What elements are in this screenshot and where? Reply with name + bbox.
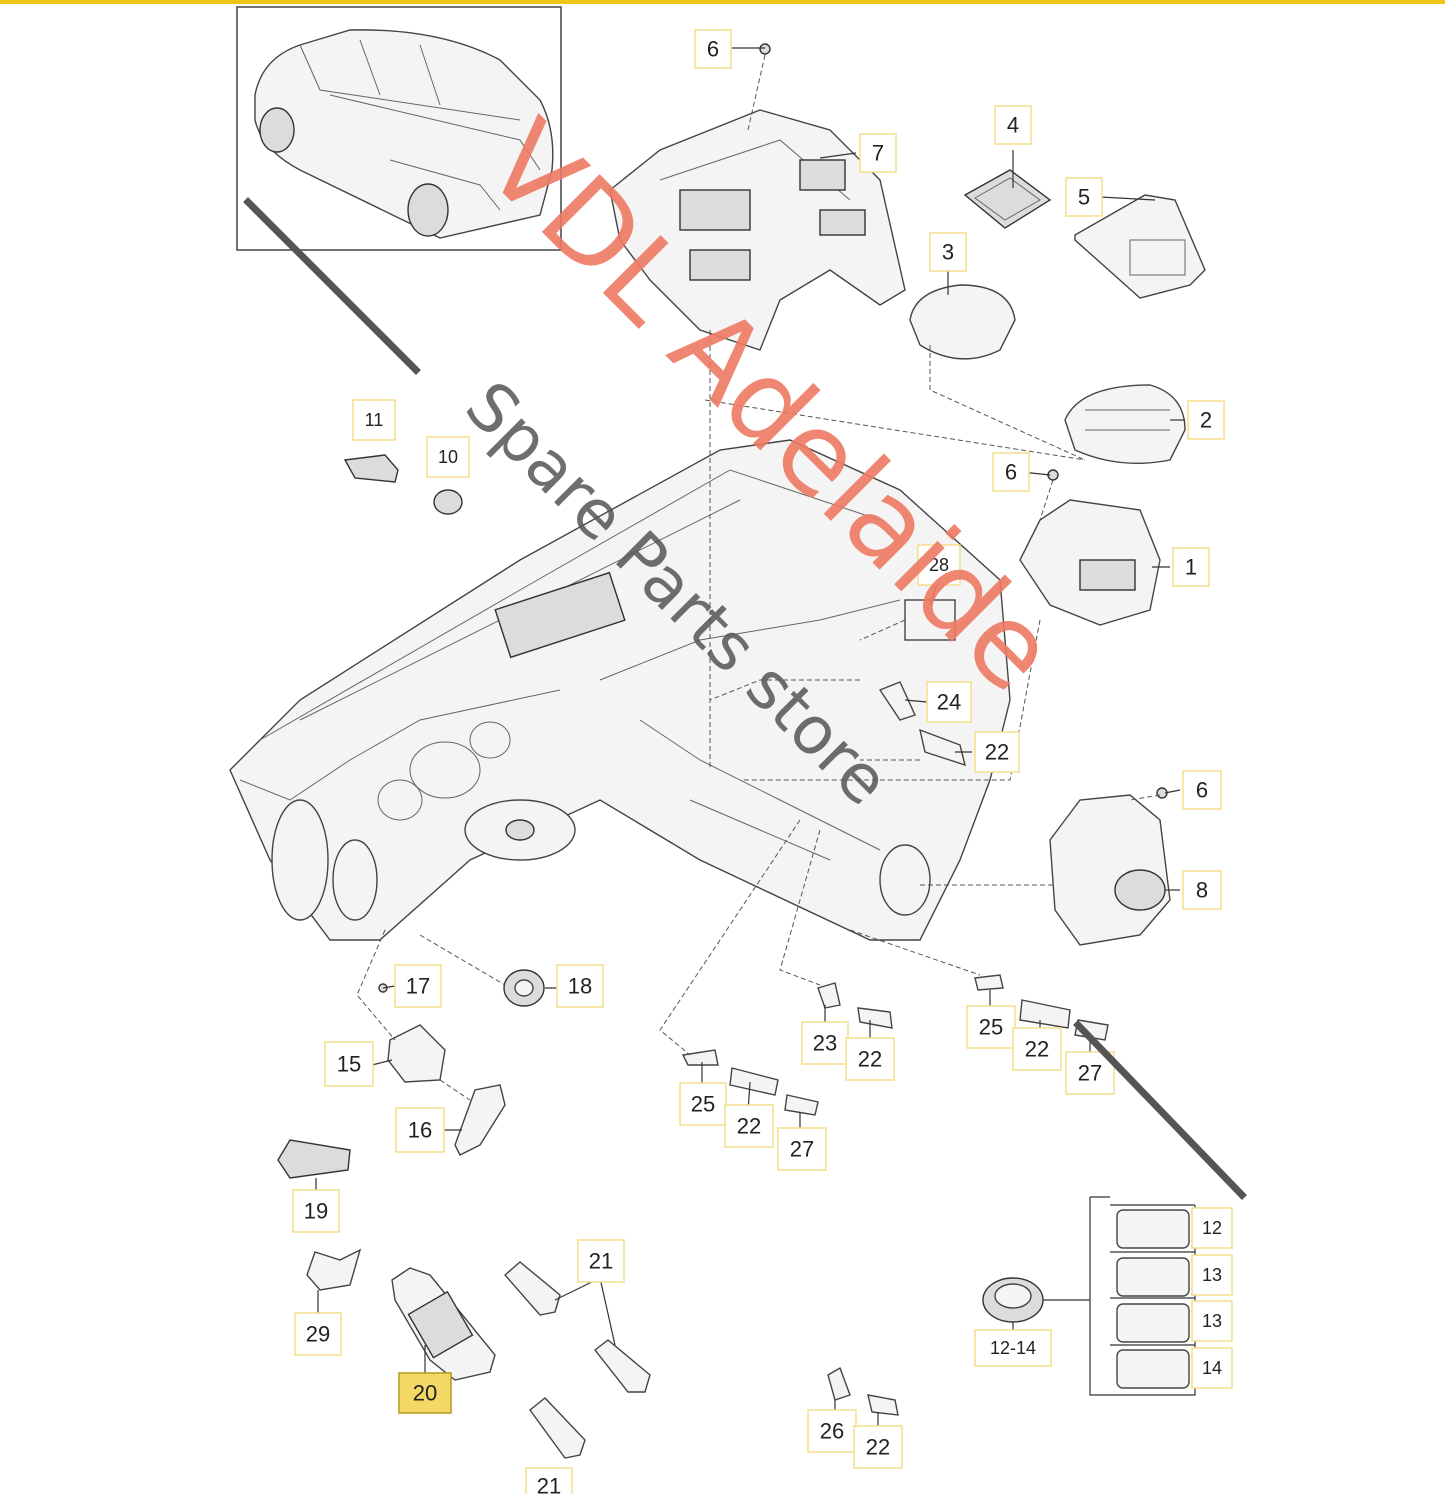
callout-27-a: 27	[777, 1127, 827, 1171]
svg-text:22: 22	[737, 1114, 761, 1139]
svg-text:4: 4	[1007, 113, 1019, 138]
svg-text:22: 22	[858, 1047, 882, 1072]
svg-text:12-14: 12-14	[990, 1338, 1036, 1358]
svg-text:23: 23	[813, 1031, 837, 1056]
part-8-lower-unit	[1049, 794, 1171, 946]
callouts: 6 7 4 5 3 2 6 1 11 10 28 24 22 6 8 17 18…	[292, 29, 1233, 1494]
svg-text:12: 12	[1202, 1218, 1222, 1238]
svg-text:29: 29	[306, 1322, 330, 1347]
vehicle-inset	[236, 6, 562, 251]
part-21c	[529, 1397, 586, 1459]
part-29	[306, 1248, 362, 1291]
svg-text:3: 3	[942, 240, 954, 265]
svg-text:10: 10	[438, 447, 458, 467]
svg-text:25: 25	[979, 1015, 1003, 1040]
callout-24: 24	[926, 681, 972, 723]
svg-text:5: 5	[1078, 185, 1090, 210]
callout-6-mid: 6	[992, 452, 1030, 492]
svg-text:13: 13	[1202, 1265, 1222, 1285]
callout-22-a: 22	[974, 731, 1020, 773]
svg-text:16: 16	[408, 1118, 432, 1143]
svg-text:18: 18	[568, 974, 592, 999]
top-accent-bar	[0, 0, 1445, 4]
part-3-cover	[909, 284, 1016, 360]
part-upper-console	[609, 109, 906, 351]
callout-17: 17	[394, 964, 442, 1008]
callout-18: 18	[556, 964, 604, 1008]
callout-23: 23	[801, 1021, 849, 1065]
svg-text:21: 21	[537, 1474, 561, 1494]
svg-text:21: 21	[589, 1249, 613, 1274]
callout-25-b: 25	[966, 1005, 1016, 1049]
callout-21-a: 21	[577, 1239, 625, 1283]
callout-6-right: 6	[1182, 770, 1222, 810]
callout-4: 4	[994, 105, 1032, 145]
callout-14: 14	[1191, 1347, 1233, 1389]
svg-text:6: 6	[707, 37, 719, 62]
svg-text:6: 6	[1196, 778, 1208, 803]
callout-16: 16	[395, 1107, 445, 1153]
part-4-pad	[963, 169, 1052, 229]
callout-22-e: 22	[853, 1425, 903, 1469]
callout-22-d: 22	[1012, 1027, 1062, 1071]
svg-text:22: 22	[985, 740, 1009, 765]
callout-7: 7	[859, 133, 897, 173]
callout-5: 5	[1065, 177, 1103, 217]
svg-text:11: 11	[365, 410, 384, 430]
part-16	[454, 1084, 506, 1156]
callout-13-b: 13	[1191, 1300, 1233, 1342]
svg-text:22: 22	[1025, 1037, 1049, 1062]
part-21a	[504, 1261, 561, 1316]
callout-26: 26	[807, 1409, 857, 1453]
callout-13-a: 13	[1191, 1254, 1233, 1296]
svg-text:24: 24	[937, 690, 961, 715]
callout-10: 10	[426, 436, 470, 478]
part-2-vent	[1064, 384, 1186, 464]
callout-2: 2	[1187, 400, 1225, 440]
svg-text:1: 1	[1185, 555, 1197, 580]
svg-text:2: 2	[1200, 408, 1212, 433]
callout-8: 8	[1182, 870, 1222, 910]
callout-28: 28	[917, 544, 961, 586]
svg-text:28: 28	[929, 555, 949, 575]
svg-text:13: 13	[1202, 1311, 1222, 1331]
svg-text:8: 8	[1196, 878, 1208, 903]
svg-text:14: 14	[1202, 1358, 1222, 1378]
callout-12-14: 12-14	[974, 1329, 1052, 1367]
callout-1: 1	[1172, 547, 1210, 587]
svg-text:15: 15	[337, 1052, 361, 1077]
svg-text:20: 20	[413, 1381, 437, 1406]
callout-22-b: 22	[724, 1104, 774, 1148]
part-10	[433, 489, 463, 515]
svg-text:26: 26	[820, 1419, 844, 1444]
svg-text:7: 7	[872, 141, 884, 166]
part-11	[343, 454, 399, 483]
callout-29: 29	[294, 1312, 342, 1356]
dashboard-assembly	[229, 439, 1011, 941]
svg-text:22: 22	[866, 1435, 890, 1460]
svg-text:19: 19	[304, 1199, 328, 1224]
callout-20-highlighted: 20	[398, 1372, 452, 1414]
callout-15: 15	[324, 1041, 374, 1087]
part-21b	[594, 1339, 651, 1393]
callout-19: 19	[292, 1189, 340, 1233]
part-19	[277, 1139, 351, 1179]
part-15	[387, 1024, 446, 1083]
callout-21-b: 21	[525, 1467, 573, 1494]
callout-25-a: 25	[679, 1082, 727, 1126]
callout-3: 3	[929, 232, 967, 272]
svg-text:25: 25	[691, 1092, 715, 1117]
svg-text:27: 27	[1078, 1061, 1102, 1086]
callout-6-top: 6	[694, 29, 732, 69]
callout-11: 11	[352, 399, 396, 441]
part-5-frame	[1074, 194, 1206, 299]
svg-text:27: 27	[790, 1137, 814, 1162]
callout-12: 12	[1191, 1207, 1233, 1249]
svg-text:6: 6	[1005, 460, 1017, 485]
svg-text:17: 17	[406, 974, 430, 999]
callout-22-c: 22	[845, 1037, 895, 1081]
